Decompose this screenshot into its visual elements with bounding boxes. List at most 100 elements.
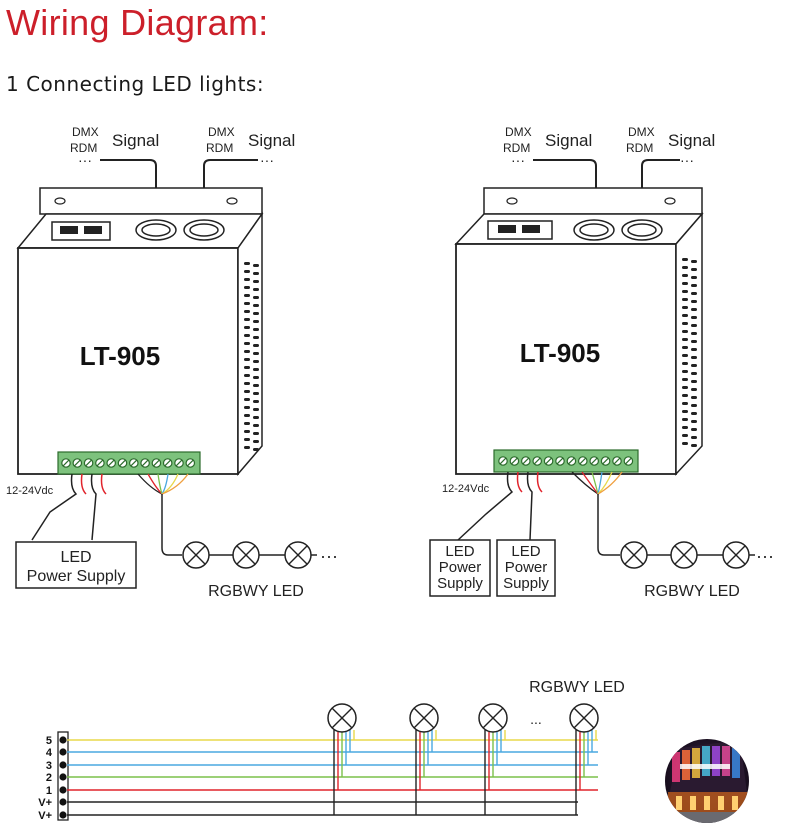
terminal-screw-slot — [153, 459, 160, 467]
terminal-pin — [59, 736, 67, 744]
terminal-pin — [59, 811, 67, 819]
device-top-plate — [39, 187, 263, 215]
vent-slot — [253, 352, 259, 355]
vent-slot — [244, 334, 250, 337]
led-bulb-row — [620, 541, 755, 569]
vent-slot — [244, 414, 250, 417]
vent-slot — [691, 308, 697, 311]
vent-slot — [682, 426, 688, 429]
terminal-screw-slot — [85, 459, 92, 467]
vent-slot — [682, 378, 688, 381]
terminal-screw-slot — [579, 457, 587, 465]
device-side-face — [237, 211, 263, 477]
vent-slot — [682, 418, 688, 421]
terminal-label: V+ — [38, 797, 52, 809]
power-supply-label: LED — [511, 543, 540, 560]
vent-slot — [253, 328, 259, 331]
vent-slot — [244, 446, 250, 449]
led-bulb-cross — [674, 545, 694, 565]
vent-slot — [244, 326, 250, 329]
xlr-connector-inner — [141, 223, 171, 237]
vent-slot — [682, 274, 688, 277]
led-bulb-cross — [288, 545, 308, 565]
led-bulb-cross — [624, 545, 644, 565]
vent-slot — [682, 410, 688, 413]
rdm-label: RDM — [503, 141, 530, 155]
vent-slot — [253, 424, 259, 427]
building-photo — [665, 739, 749, 823]
vent-slots — [682, 258, 697, 447]
vent-slot — [691, 324, 697, 327]
vent-slot — [682, 354, 688, 357]
rj45-port-socket — [498, 225, 516, 233]
vent-slot — [691, 380, 697, 383]
led-bulb-cross — [726, 545, 746, 565]
led-label: RGBWY LED — [208, 583, 304, 600]
terminal-pin — [59, 798, 67, 806]
vent-slot — [682, 306, 688, 309]
vent-slot — [682, 442, 688, 445]
power-supply-label: Power — [505, 559, 548, 576]
terminal-screw-slot — [499, 457, 507, 465]
vent-slot — [691, 428, 697, 431]
vent-slot — [682, 322, 688, 325]
rdm-label: RDM — [70, 141, 97, 155]
terminal-screw-slot — [175, 459, 183, 467]
terminal-label: 3 — [46, 760, 52, 772]
terminal-screws — [498, 456, 634, 466]
diagram-left: DMX RDM Signal ··· DMX RDM Signal ··· — [6, 125, 338, 600]
terminal-block — [493, 449, 639, 473]
vent-slot — [691, 268, 697, 271]
vent-slot — [244, 358, 250, 361]
vent-slot — [682, 290, 688, 293]
terminal-screw-slot — [130, 459, 138, 467]
diagram-right: DMX RDM Signal ··· DMX RDM Signal ··· — [429, 125, 774, 600]
terminal-label: V+ — [38, 810, 52, 822]
led-dots: ··· — [320, 546, 338, 566]
vent-slot — [691, 372, 697, 375]
xlr-connector-inner — [627, 223, 657, 237]
terminal-label: 1 — [46, 785, 52, 797]
mount-hole — [664, 197, 676, 205]
vent-slot — [253, 408, 259, 411]
vent-slot — [253, 288, 259, 291]
power-wire-red — [80, 473, 87, 495]
vent-slot — [244, 398, 250, 401]
xlr-connector-inner — [189, 223, 219, 237]
power-wire — [457, 471, 514, 541]
vent-slot — [691, 284, 697, 287]
power-supply-box — [15, 541, 137, 589]
vent-slot — [691, 300, 697, 303]
vent-slot — [244, 430, 250, 433]
power-wire-red — [100, 473, 107, 495]
signal-wire — [203, 159, 258, 218]
terminal-screw-slot — [107, 459, 115, 467]
led-bulb-row — [327, 703, 599, 815]
led-label: RGBWY LED — [529, 679, 625, 696]
mount-hole — [506, 197, 518, 205]
vent-slot — [244, 310, 250, 313]
terminal-pin — [59, 773, 67, 781]
signal-dots: ··· — [260, 152, 274, 168]
terminal-pin — [59, 761, 67, 769]
power-supply-label: LED — [60, 549, 91, 566]
vent-slot — [244, 278, 250, 281]
terminal-screw-slot — [511, 457, 518, 465]
vent-slot — [682, 434, 688, 437]
vent-slot — [253, 376, 259, 379]
vent-slot — [244, 294, 250, 297]
vent-slot — [691, 356, 697, 359]
rdm-label: RDM — [626, 141, 653, 155]
vent-slot — [253, 392, 259, 395]
signal-dots: ··· — [78, 152, 92, 168]
model-label: LT-905 — [520, 338, 600, 368]
vent-slot — [682, 298, 688, 301]
power-wire — [31, 473, 78, 541]
terminal-screw-slot — [164, 459, 171, 467]
led-wire — [597, 471, 623, 495]
device-side-face — [675, 211, 703, 476]
terminal-screw-slot — [533, 457, 541, 465]
led-wire — [591, 471, 599, 495]
led-wire — [597, 471, 603, 495]
